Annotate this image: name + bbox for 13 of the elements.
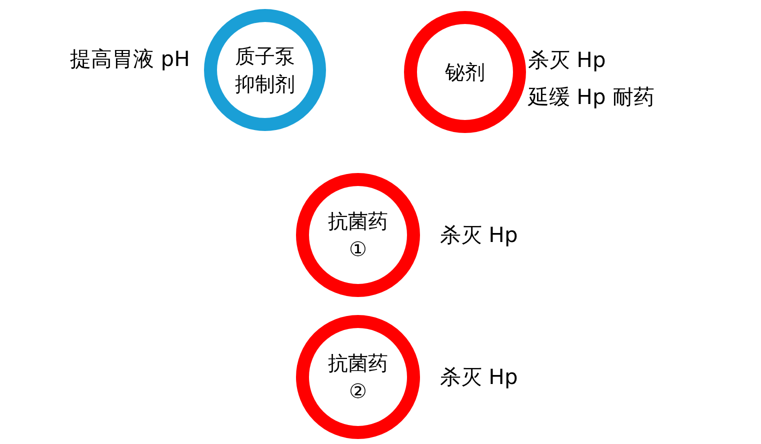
effect-note: 提高胃液 pH [70,46,190,73]
node-label: 抗菌药② [327,350,389,405]
ring-circle [296,173,420,297]
node-label: 铋剂 [444,59,486,86]
effect-note: 杀灭 Hp [528,47,606,74]
node-label: 抗菌药① [327,208,389,263]
ring-circle [204,9,326,131]
ring-circle [404,11,526,133]
effect-note: 杀灭 Hp [440,222,518,249]
effect-note: 延缓 Hp 耐药 [528,84,654,111]
node-label: 质子泵抑制剂 [234,43,296,98]
effect-note: 杀灭 Hp [440,364,518,391]
ring-circle [296,315,420,439]
